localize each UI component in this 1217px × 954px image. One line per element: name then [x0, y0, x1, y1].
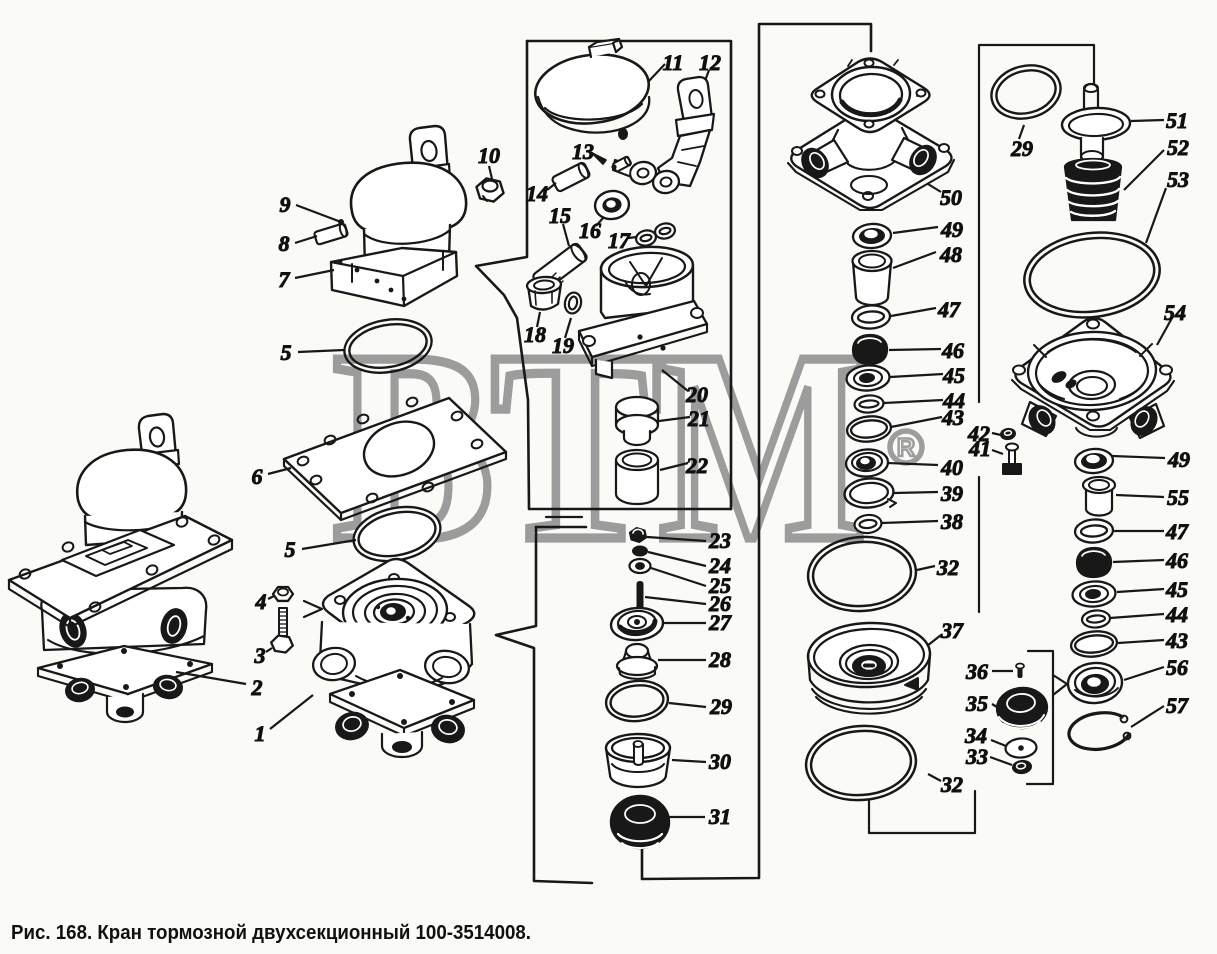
- svg-text:11: 11: [663, 50, 684, 75]
- svg-text:48: 48: [939, 242, 962, 267]
- svg-text:29: 29: [1010, 136, 1033, 161]
- svg-text:32: 32: [940, 772, 963, 797]
- svg-text:42: 42: [967, 421, 990, 446]
- svg-text:44: 44: [1165, 602, 1188, 627]
- svg-text:34: 34: [964, 723, 987, 748]
- svg-text:38: 38: [940, 509, 963, 534]
- svg-text:16: 16: [579, 218, 601, 243]
- svg-text:49: 49: [1167, 447, 1190, 472]
- svg-text:M: M: [659, 294, 866, 597]
- svg-text:33: 33: [965, 744, 988, 769]
- svg-text:15: 15: [549, 203, 571, 228]
- svg-text:49: 49: [940, 217, 963, 242]
- svg-text:50: 50: [940, 185, 962, 210]
- svg-text:37: 37: [940, 618, 964, 643]
- svg-text:51: 51: [1166, 108, 1188, 133]
- svg-text:12: 12: [699, 50, 721, 75]
- svg-text:43: 43: [1165, 628, 1188, 653]
- svg-text:24: 24: [708, 553, 731, 578]
- svg-text:47: 47: [937, 297, 961, 322]
- svg-text:43: 43: [941, 405, 964, 430]
- svg-text:18: 18: [524, 322, 546, 347]
- svg-text:55: 55: [1167, 485, 1189, 510]
- svg-text:54: 54: [1164, 300, 1186, 325]
- svg-text:46: 46: [1165, 548, 1188, 573]
- svg-text:5: 5: [285, 537, 296, 562]
- svg-text:31: 31: [708, 804, 731, 829]
- svg-text:5: 5: [281, 340, 292, 365]
- svg-text:28: 28: [708, 647, 731, 672]
- svg-text:46: 46: [941, 338, 964, 363]
- svg-text:21: 21: [687, 406, 710, 431]
- svg-text:13: 13: [572, 139, 594, 164]
- svg-text:14: 14: [526, 181, 548, 206]
- svg-text:40: 40: [940, 455, 963, 480]
- svg-text:56: 56: [1166, 655, 1188, 680]
- svg-text:39: 39: [940, 481, 963, 506]
- svg-text:1: 1: [255, 721, 266, 746]
- svg-text:17: 17: [608, 228, 631, 253]
- svg-text:30: 30: [708, 749, 731, 774]
- svg-text:25: 25: [708, 573, 731, 598]
- svg-text:20: 20: [685, 382, 708, 407]
- svg-text:7: 7: [279, 267, 291, 292]
- svg-text:4: 4: [255, 589, 267, 614]
- svg-text:35: 35: [965, 691, 988, 716]
- svg-text:41: 41: [968, 436, 991, 461]
- svg-text:29: 29: [709, 694, 732, 719]
- svg-text:Рис. 168. Кран тормозной двухс: Рис. 168. Кран тормозной двухсекционный …: [11, 921, 531, 944]
- svg-text:8: 8: [279, 231, 290, 256]
- svg-text:36: 36: [965, 659, 988, 684]
- svg-text:9: 9: [280, 192, 291, 217]
- svg-text:6: 6: [252, 464, 263, 489]
- svg-text:10: 10: [478, 143, 500, 168]
- svg-text:19: 19: [552, 333, 574, 358]
- svg-text:22: 22: [685, 453, 708, 478]
- svg-text:47: 47: [1165, 519, 1189, 544]
- svg-text:23: 23: [708, 528, 731, 553]
- svg-text:32: 32: [936, 555, 959, 580]
- svg-text:45: 45: [1165, 577, 1188, 602]
- svg-text:44: 44: [942, 388, 965, 413]
- svg-text:45: 45: [942, 363, 965, 388]
- svg-text:R: R: [897, 434, 915, 462]
- svg-text:52: 52: [1167, 135, 1189, 160]
- svg-text:53: 53: [1167, 167, 1189, 192]
- svg-text:2: 2: [251, 675, 263, 700]
- svg-text:57: 57: [1166, 693, 1189, 718]
- svg-text:26: 26: [708, 591, 731, 616]
- svg-text:3: 3: [254, 643, 266, 668]
- svg-text:27: 27: [708, 610, 732, 635]
